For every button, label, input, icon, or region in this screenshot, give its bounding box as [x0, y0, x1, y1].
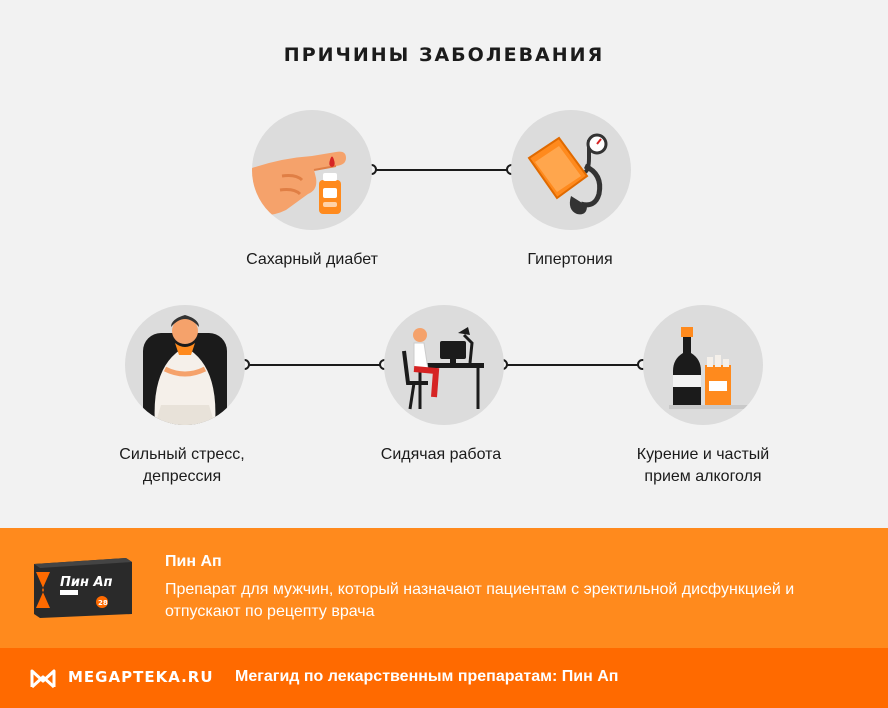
- bottle-cigarettes-icon: [669, 327, 749, 409]
- cause-label-line: Курение и частый: [636, 446, 770, 463]
- page-title: ПРИЧИНЫ ЗАБОЛЕВАНИЯ: [283, 44, 605, 66]
- cause-card-diabetes: [252, 110, 372, 230]
- cause-label-line: депрессия: [142, 468, 222, 485]
- pack-title: Пин Ап: [60, 575, 113, 590]
- product-pack-image: Пин Ап 28: [30, 556, 134, 618]
- product-band: [0, 528, 888, 648]
- cause-label-line: прием алкоголя: [644, 468, 762, 485]
- cause-card-hypertension: [511, 110, 631, 230]
- tonometer-icon: [527, 133, 608, 215]
- footer-bar: [0, 648, 888, 708]
- cause-card-sedentary: [384, 305, 504, 425]
- cause-label: Сидячая работа: [380, 446, 502, 463]
- connector-line: [245, 364, 385, 366]
- cause-label-line: Сильный стресс,: [119, 446, 245, 463]
- cause-card-stress: [125, 305, 245, 425]
- cause-label: Сильный стресс, депрессия: [72, 444, 292, 488]
- product-description: Препарат для мужчин, который назначают п…: [165, 581, 795, 620]
- connector-line: [372, 169, 512, 171]
- person-at-desk-icon: [402, 327, 484, 410]
- cause-label: Курение и частый прием алкоголя: [593, 444, 813, 488]
- pack-count: 28: [98, 599, 108, 607]
- finger-glucometer-icon: [252, 151, 346, 216]
- brand-link[interactable]: MEGAPTEKA.RU: [68, 668, 214, 686]
- cause-label: Сахарный диабет: [246, 251, 378, 268]
- megapteka-logo-icon[interactable]: [30, 667, 56, 689]
- connector-line: [503, 364, 643, 366]
- cause-label: Гипертония: [527, 251, 613, 268]
- guide-text: Мегагид по лекарственным препаратам: Пин…: [235, 668, 619, 685]
- stressed-person-icon: [143, 315, 227, 425]
- product-name: Пин Ап: [165, 553, 222, 570]
- cause-card-smoking-alcohol: [643, 305, 763, 425]
